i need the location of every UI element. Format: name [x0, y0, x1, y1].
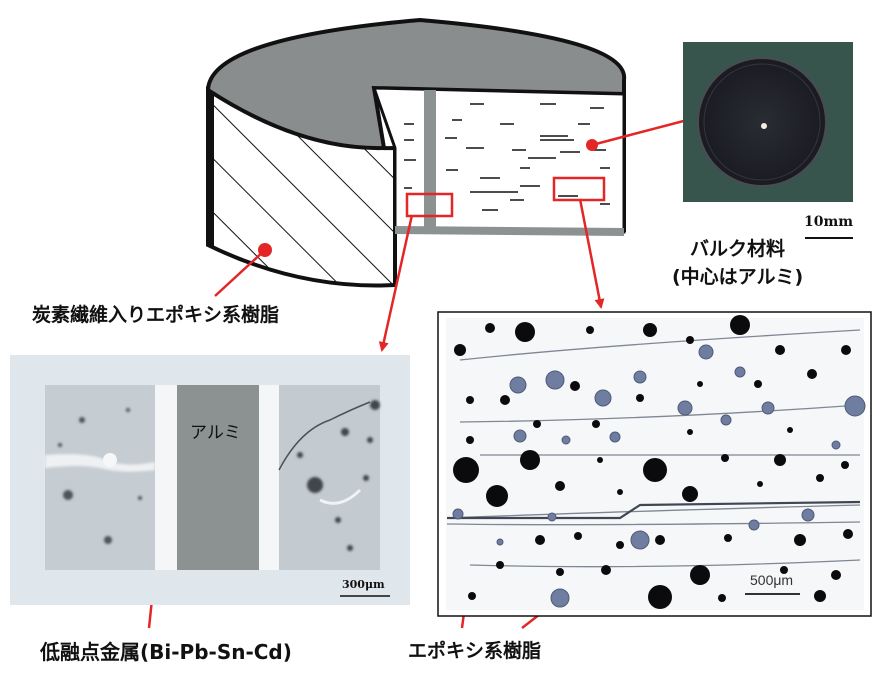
- bulk-material-label: バルク材料: [690, 238, 786, 260]
- resin-label: 炭素繊維入りエポキシ系樹脂: [32, 304, 280, 326]
- bulk-photo: [683, 42, 853, 239]
- cylinder-cutaway: [205, 17, 627, 288]
- left-scale-label: 300μm: [342, 578, 385, 591]
- low-melting-metal-label: 低融点金属(Bi-Pb-Sn-Cd): [40, 640, 292, 664]
- left-micrograph: [10, 355, 410, 605]
- photo-scale-label: 10mm: [804, 214, 854, 230]
- fiber-dashes: [404, 103, 610, 211]
- right-scale-label: 500μm: [750, 572, 794, 588]
- right-micrograph: [437, 311, 872, 617]
- cylinder-top: [205, 17, 627, 151]
- left-zoom-box: [405, 192, 454, 218]
- aluminum-core: [424, 90, 436, 232]
- bulk-center-label: (中心はアルミ): [672, 266, 804, 288]
- epoxy-label: エポキシ系樹脂: [408, 640, 542, 662]
- aluminum-label: アルミ: [190, 423, 241, 443]
